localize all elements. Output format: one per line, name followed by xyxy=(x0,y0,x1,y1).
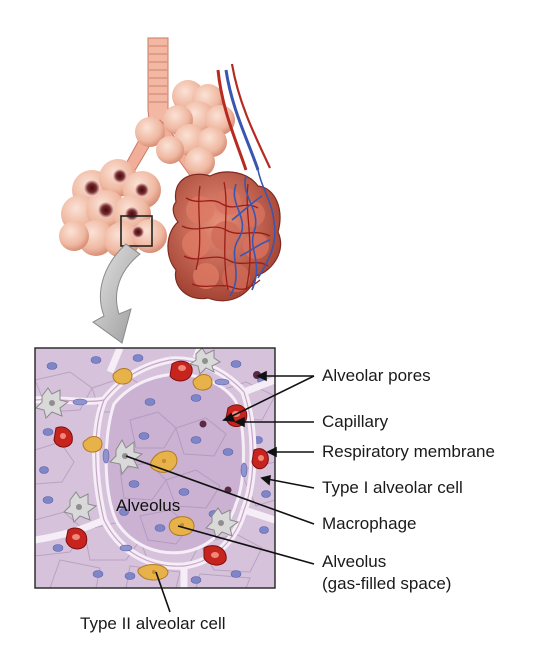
magnification-arrow xyxy=(92,243,141,344)
section-border xyxy=(34,347,276,589)
alveolus-section xyxy=(35,348,275,588)
label-alveolus-space-line1: Alveolus xyxy=(322,552,387,571)
leader-lines xyxy=(125,370,315,613)
label-capillary: Capillary xyxy=(322,412,389,431)
label-alveolus-space-line2: (gas-filled space) xyxy=(322,574,452,593)
magnification-box xyxy=(120,215,153,247)
alveolar-sac-capillary-network xyxy=(167,63,282,302)
label-respiratory-membrane: Respiratory membrane xyxy=(322,442,495,461)
label-alveolus-inside: Alveolus xyxy=(116,496,181,515)
label-type2-alveolar-cell: Type II alveolar cell xyxy=(80,614,226,633)
label-macrophage: Macrophage xyxy=(322,514,417,533)
alveolar-pores xyxy=(199,371,261,494)
label-alveolar-pores: Alveolar pores xyxy=(322,366,431,385)
alveolar-cluster-upper xyxy=(135,80,235,177)
label-type1-alveolar-cell: Type I alveolar cell xyxy=(322,478,463,497)
alveolar-cluster-left xyxy=(59,159,167,258)
